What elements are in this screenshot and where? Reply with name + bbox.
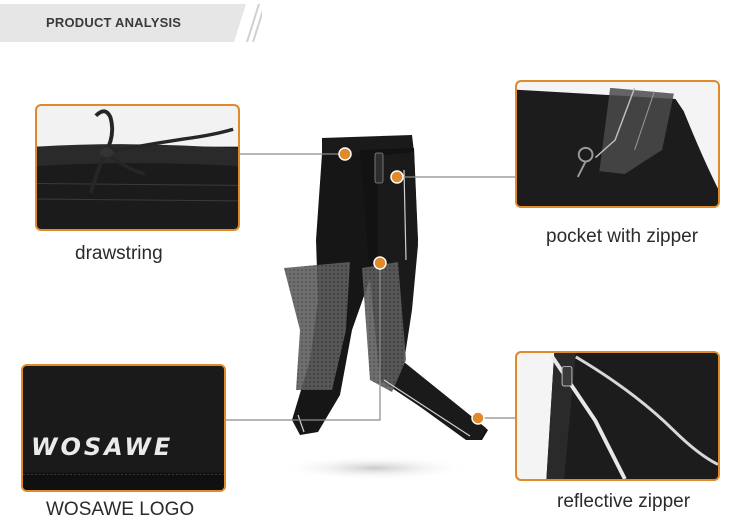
drawstring-closeup	[37, 106, 238, 229]
section-banner: PRODUCT ANALYSIS	[0, 4, 262, 42]
detail-pocket-zipper	[515, 80, 720, 208]
detail-brand-logo: WOSAWE	[21, 364, 226, 492]
reflective-zipper-closeup	[517, 353, 718, 479]
page-title: PRODUCT ANALYSIS	[46, 15, 182, 30]
caption-brand-logo: WOSAWE LOGO	[46, 499, 195, 520]
caption-drawstring: drawstring	[75, 243, 163, 264]
brand-logo-text: WOSAWE	[31, 433, 174, 461]
caption-pocket-zipper: pocket with zipper	[546, 226, 699, 247]
detail-drawstring	[35, 104, 240, 231]
banner-shape	[0, 4, 262, 42]
caption-reflective-zipper: reflective zipper	[557, 491, 691, 512]
detail-reflective-zipper	[515, 351, 720, 481]
pocket-zipper-closeup	[517, 82, 718, 206]
logo-closeup	[23, 366, 224, 490]
